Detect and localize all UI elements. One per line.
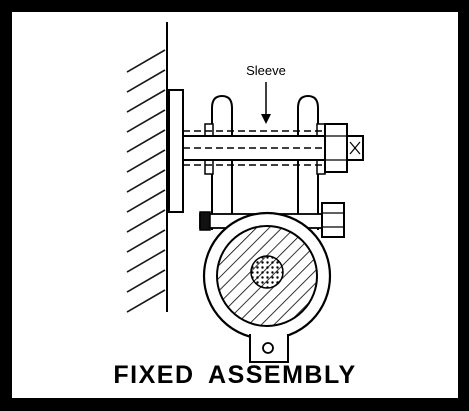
right-lug	[297, 94, 319, 230]
bottom-tab-hole	[262, 342, 274, 354]
main-nut	[324, 123, 348, 173]
sleeve-hidden-lines	[183, 130, 345, 166]
wall-plate	[168, 89, 184, 213]
lower-nut	[321, 202, 345, 238]
callout-arrowhead	[261, 114, 271, 124]
figure-caption: FIXED ASSEMBLY	[113, 361, 357, 389]
wall-hatching	[126, 49, 166, 313]
cable-core	[250, 255, 284, 289]
bolt-end-thread	[349, 141, 361, 155]
left-lug	[211, 94, 233, 230]
sleeve-label: Sleeve	[246, 63, 286, 78]
lower-bolt-head	[199, 211, 211, 231]
